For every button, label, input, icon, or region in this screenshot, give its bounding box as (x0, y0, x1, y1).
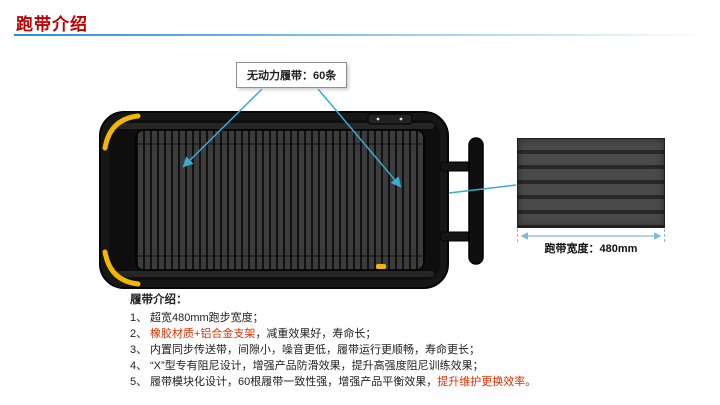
intro-item-number: 4、 (130, 360, 148, 372)
intro-item: 1、超宽480mm跑步宽度； (130, 310, 620, 326)
page-title: 跑带介绍 (16, 15, 88, 34)
belt-width-label: 跑带宽度：480mm (544, 243, 638, 255)
intro-list: 1、超宽480mm跑步宽度；2、橡胶材质+铝合金支架，减重效果好，寿命长；3、内… (130, 310, 620, 390)
intro-item: 3、内置同步传送带，间隙小，噪音更低，履带运行更顺畅，寿命更长； (130, 342, 620, 358)
intro-item-number: 5、 (130, 376, 148, 388)
intro-text: ，减重效果好，寿命长； (255, 328, 377, 340)
intro-text: 履带模块化设计，60根履带一致性强，增强产品平衡效果， (150, 376, 438, 388)
intro-item-number: 1、 (130, 312, 148, 324)
intro-highlight-text: 提升维护更换效率。 (437, 376, 537, 388)
intro-item-number: 3、 (130, 344, 148, 356)
yellow-accent-bottom-left (102, 249, 141, 287)
intro-text: 超宽480mm跑步宽度； (150, 312, 264, 324)
title-underline (14, 34, 708, 36)
intro-heading: 履带介绍： (130, 294, 188, 306)
treadmill-rail-bottom (114, 271, 434, 277)
intro-item: 4、“X”型专有阻尼设计，增强产品防滑效果，提升高强度阻尼训练效果； (130, 358, 620, 374)
belt-count-label: 无动力履带：60条 (247, 70, 337, 82)
treadmill-illustration (99, 111, 484, 289)
treadmill-belt (135, 129, 425, 271)
yellow-accent-top-left (102, 113, 141, 151)
intro-text: “X”型专有阻尼设计，增强产品防滑效果，提升高强度阻尼训练效果； (150, 360, 484, 372)
intro-item-number: 2、 (130, 328, 148, 340)
yellow-tag (376, 264, 386, 269)
belt-detail-image (517, 138, 665, 228)
intro-item: 5、履带模块化设计，60根履带一致性强，增强产品平衡效果，提升维护更换效率。 (130, 374, 620, 390)
intro-item: 2、橡胶材质+铝合金支架，减重效果好，寿命长； (130, 326, 620, 342)
treadmill-handlebar (439, 137, 484, 265)
belt-intro-section: 履带介绍： 1、超宽480mm跑步宽度；2、橡胶材质+铝合金支架，减重效果好，寿… (130, 291, 620, 390)
treadmill-top-view (88, 106, 498, 294)
intro-highlight-text: 橡胶材质+铝合金支架 (150, 328, 256, 340)
treadmill-console (367, 113, 413, 125)
belt-count-callout: 无动力履带：60条 (236, 62, 348, 88)
intro-text: 内置同步传送带，间隙小，噪音更低，履带运行更顺畅，寿命更长； (150, 344, 480, 356)
